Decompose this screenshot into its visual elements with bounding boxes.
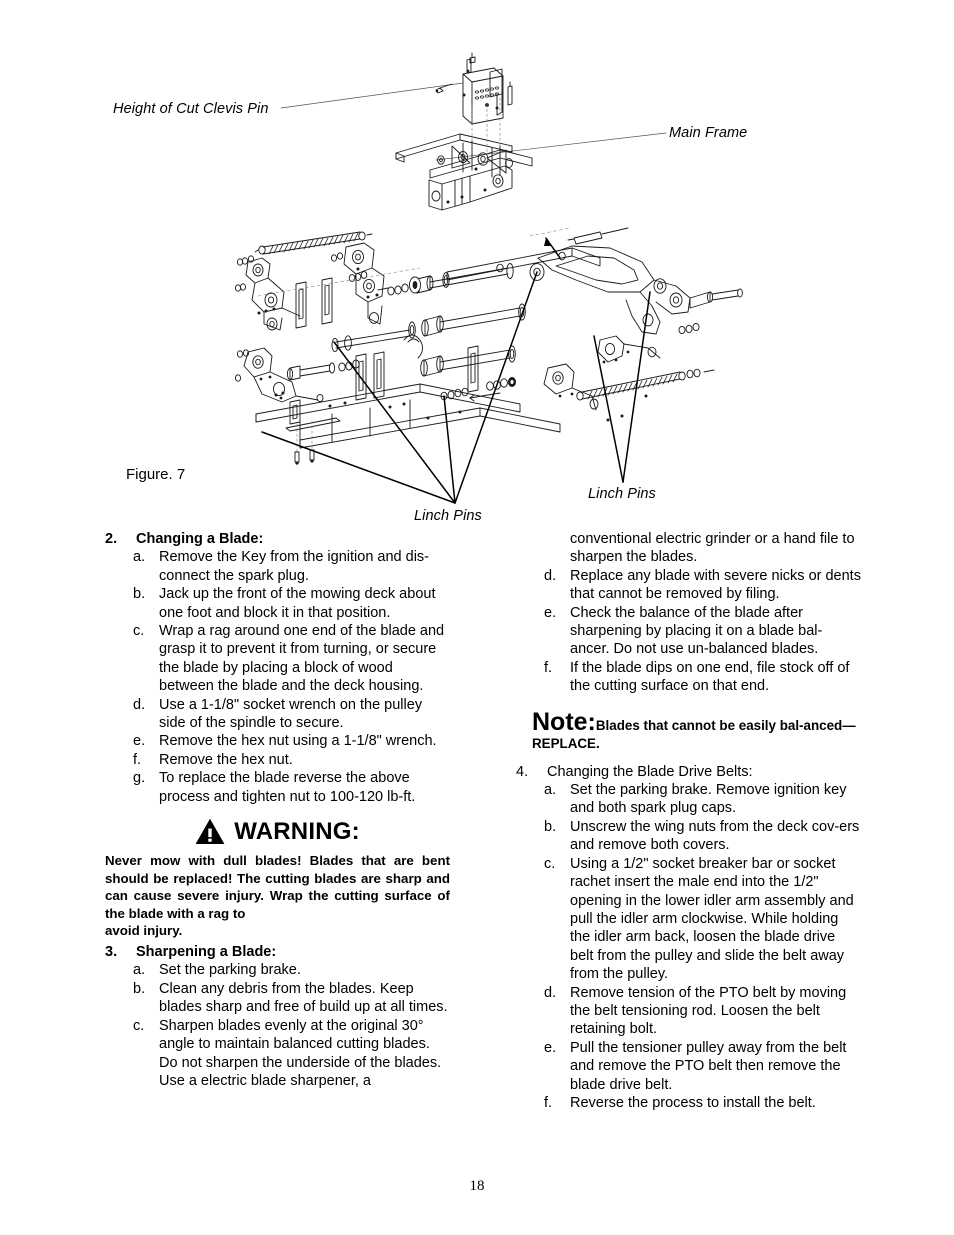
figure-caption: Figure. 7 — [126, 466, 186, 483]
step-letter: b. — [544, 818, 557, 835]
figure-label-linch-pins-right: Linch Pins — [588, 486, 656, 502]
list-item: b. Clean any debris from the blades. Kee… — [105, 980, 450, 1017]
note-label: Note: — [532, 707, 596, 736]
step-letter: e. — [544, 604, 557, 621]
list-item: c. Using a 1/2" socket breaker bar or so… — [516, 855, 861, 984]
section-3-number: 3. — [105, 944, 118, 961]
step-letter: d. — [544, 567, 557, 584]
step-letter: b. — [133, 586, 146, 603]
list-item: c. Sharpen blades evenly at the original… — [105, 1017, 450, 1091]
warning-body-last-line: avoid injury. — [105, 923, 183, 939]
figure-label-height-of-cut-clevis-pin: Height of Cut Clevis Pin — [113, 101, 269, 117]
note-text: Blades that cannot be easily bal-anced—R… — [532, 717, 856, 751]
mower-deck-lift-linkage-drawing — [234, 52, 743, 504]
section-2-title: Changing a Blade: — [136, 531, 264, 547]
step-letter: e. — [133, 733, 146, 750]
list-item: b. Unscrew the wing nuts from the deck c… — [516, 818, 861, 855]
page-number: 18 — [469, 1178, 485, 1194]
section-4-number: 4. — [516, 763, 529, 780]
list-item: g. To replace the blade reverse the abov… — [105, 769, 450, 806]
list-item: e. Pull the tensioner pulley away from t… — [516, 1039, 861, 1094]
right-column: conventional electric grinder or a hand … — [516, 530, 861, 1112]
section-4-title: Changing the Blade Drive Belts: — [547, 763, 753, 780]
list-item: d. Use a 1-1/8" socket wrench on the pul… — [105, 696, 450, 733]
note-block: Note:Blades that cannot be easily bal-an… — [516, 707, 861, 753]
step-text: Sharpen blades evenly at the original 30… — [159, 1017, 442, 1089]
step-letter: f. — [544, 659, 553, 676]
step-text: Remove the hex nut using a 1-1/8" wrench… — [159, 733, 437, 750]
continuation-text: conventional electric grinder or a hand … — [570, 531, 855, 566]
step-letter: f. — [133, 751, 142, 768]
list-item: e. Check the balance of the blade after … — [516, 604, 861, 659]
step-text: Clean any debris from the blades. Keep b… — [159, 980, 448, 1016]
step-letter: e. — [544, 1039, 557, 1056]
list-item: d. Replace any blade with severe nicks o… — [516, 567, 861, 604]
step-letter: c. — [133, 623, 145, 640]
step-text: Set the parking brake. — [159, 962, 301, 979]
left-column: 2. Changing a Blade: a. Remove the Key f… — [105, 530, 450, 1090]
step-letter: d. — [544, 984, 557, 1001]
step-text: Remove tension of the PTO belt by moving… — [570, 984, 847, 1038]
list-item: a. Remove the Key from the ignition and … — [105, 548, 450, 585]
body-columns: 2. Changing a Blade: a. Remove the Key f… — [0, 530, 954, 1170]
step-text: Replace any blade with severe nicks or d… — [570, 567, 861, 603]
step-text: Set the parking brake. Remove ignition k… — [570, 782, 847, 817]
warning-body: Never mow with dull blades! Blades that … — [105, 852, 450, 940]
step-text: Wrap a rag around one end of the blade a… — [159, 623, 445, 695]
list-item: c. Wrap a rag around one end of the blad… — [105, 622, 450, 696]
section-4-heading: 4. Changing the Blade Drive Belts: — [516, 763, 861, 781]
figure-7-illustration: Height of Cut Clevis Pin Main Frame Linc… — [0, 0, 954, 530]
section-3-title: Sharpening a Blade: — [136, 944, 277, 961]
list-item: d. Remove tension of the PTO belt by mov… — [516, 984, 861, 1039]
section-2-heading: 2. Changing a Blade: — [105, 530, 450, 548]
step-letter: f. — [544, 1094, 553, 1111]
step-text: Remove the Key from the ignition and dis… — [159, 549, 429, 584]
step-text: Jack up the front of the mowing deck abo… — [159, 586, 436, 621]
list-item: f. Remove the hex nut. — [105, 751, 450, 769]
warning-body-text: Never mow with dull blades! Blades that … — [105, 853, 450, 921]
step-letter: a. — [133, 549, 146, 566]
warning-title: WARNING: — [234, 817, 360, 845]
list-item: e. Remove the hex nut using a 1-1/8" wre… — [105, 732, 450, 750]
step-letter: a. — [544, 782, 557, 799]
step-text: Use a 1-1/8" socket wrench on the pulley… — [159, 696, 423, 732]
section-3-heading: 3. Sharpening a Blade: — [105, 943, 450, 961]
list-item: f. Reverse the process to install the be… — [516, 1094, 861, 1112]
step-letter: c. — [544, 855, 556, 872]
step-letter: b. — [133, 980, 146, 997]
figure-label-main-frame: Main Frame — [669, 125, 748, 141]
list-item: a. Set the parking brake. — [105, 961, 450, 979]
step-text: Remove the hex nut. — [159, 751, 293, 768]
step-text: Unscrew the wing nuts from the deck cov-… — [570, 818, 860, 854]
step-text: Pull the tensioner pulley away from the … — [570, 1039, 847, 1093]
step-letter: d. — [133, 696, 146, 713]
step-text: To replace the blade reverse the above p… — [159, 770, 416, 805]
step-text: If the blade dips on one end, file stock… — [570, 659, 850, 695]
list-item: b. Jack up the front of the mowing deck … — [105, 585, 450, 622]
section-2-number: 2. — [105, 531, 118, 547]
step-letter: g. — [133, 770, 146, 787]
step-letter: a. — [133, 962, 146, 979]
warning-header: WARNING: — [105, 818, 450, 845]
step-text: Check the balance of the blade after sha… — [570, 604, 823, 658]
step-letter: c. — [133, 1017, 145, 1034]
list-item: a. Set the parking brake. Remove ignitio… — [516, 781, 861, 818]
step-text: Reverse the process to install the belt. — [570, 1094, 816, 1111]
warning-triangle-icon — [195, 818, 225, 845]
figure-label-linch-pins-left: Linch Pins — [414, 508, 482, 524]
list-item: f. If the blade dips on one end, file st… — [516, 659, 861, 696]
step-text: Using a 1/2" socket breaker bar or socke… — [570, 855, 854, 983]
